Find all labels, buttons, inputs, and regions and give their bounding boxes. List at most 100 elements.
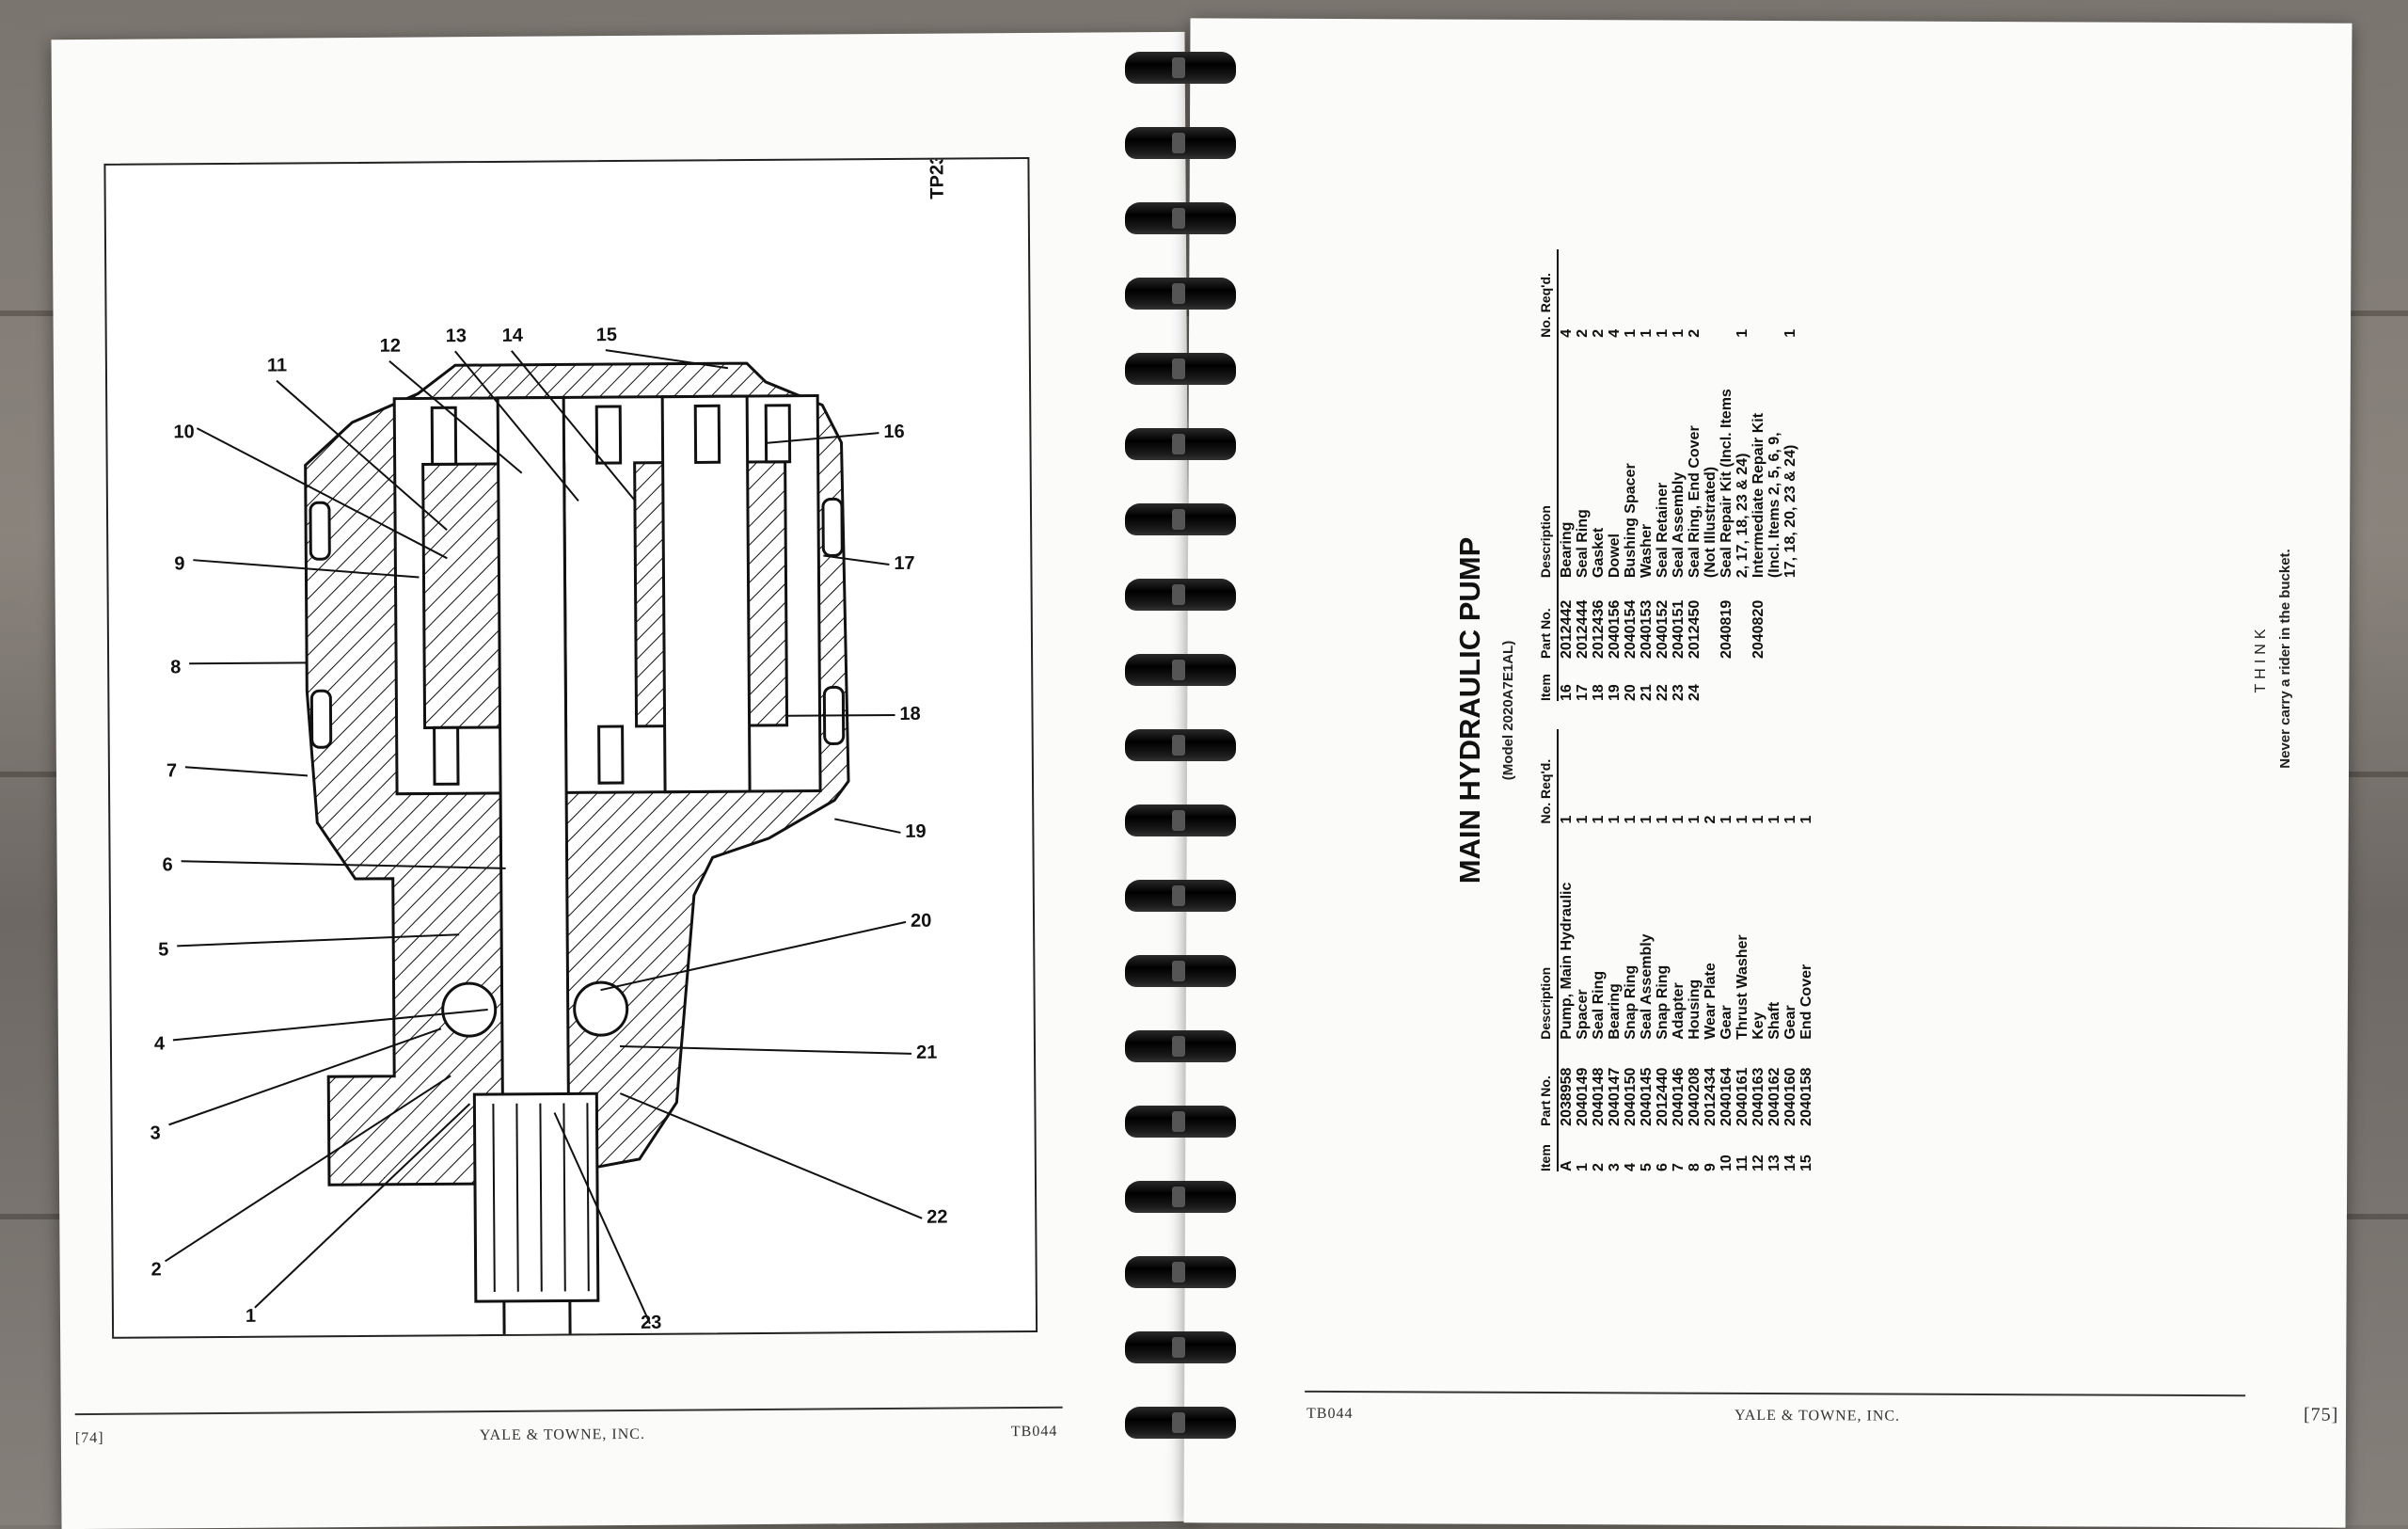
cell-req: 1 xyxy=(1735,815,1751,824)
cell-part-no: 2040158 xyxy=(1798,1067,1814,1126)
cell-item: 18 xyxy=(1591,684,1607,701)
cell-item: 5 xyxy=(1639,1163,1655,1171)
footer-company: YALE & TOWNE, INC. xyxy=(1734,1407,1901,1425)
callout-20: 20 xyxy=(911,911,931,932)
callout-14: 14 xyxy=(502,326,524,346)
safety-note-text: Never carry a rider in the bucket. xyxy=(2277,549,2293,769)
cell-req: 1 xyxy=(1607,815,1623,824)
cell-item: 8 xyxy=(1687,1163,1703,1171)
table-row: 2040820 Intermediate Repair Kit xyxy=(1751,249,1766,701)
cell-description: End Cover xyxy=(1798,964,1814,1040)
binding-coil xyxy=(1125,1030,1236,1062)
cell-item: 19 xyxy=(1607,684,1623,701)
cell-description: Housing xyxy=(1687,979,1703,1040)
cell-item: 4 xyxy=(1623,1163,1639,1171)
cell-item: 20 xyxy=(1623,684,1639,701)
cell-item xyxy=(1751,659,1766,701)
callout-3: 3 xyxy=(150,1123,161,1143)
cell-req: 1 xyxy=(1655,815,1671,824)
cell-req: 1 xyxy=(1623,815,1639,824)
table-row: 2, 17, 18, 23 & 24)1 xyxy=(1735,249,1751,701)
cell-description: Intermediate Repair Kit xyxy=(1751,412,1766,579)
cell-req xyxy=(1766,249,1782,338)
col-description: Description xyxy=(1538,337,1558,579)
figure-code: TP234 xyxy=(927,159,947,199)
cell-part-no: 2038958 xyxy=(1559,1067,1575,1126)
col-part-no: Part No. xyxy=(1538,578,1558,660)
cell-description: (Incl. Items 2, 5, 6, 9, xyxy=(1766,432,1782,579)
model-number: (Model 2020A7E1AL) xyxy=(1500,640,1516,781)
cell-req: 1 xyxy=(1782,815,1798,824)
cell-req: 1 xyxy=(1735,328,1751,338)
callout-13: 13 xyxy=(446,326,467,346)
binding-coil xyxy=(1125,428,1236,460)
footer-rule xyxy=(1305,1390,2246,1397)
cell-description: Pump, Main Hydraulic xyxy=(1559,882,1575,1040)
dowel xyxy=(309,501,331,561)
cell-part-no: 2040162 xyxy=(1766,1067,1782,1126)
left-page: TP234 1 2 3 4 5 6 7 8 9 10 11 12 13 14 1… xyxy=(51,31,1196,1529)
cell-description: Seal Repair Kit (Incl. Items xyxy=(1719,389,1735,579)
cell-part-no: 2040150 xyxy=(1623,1067,1639,1126)
binding-coil xyxy=(1125,880,1236,912)
cell-item xyxy=(1766,659,1782,701)
bearing xyxy=(594,405,623,465)
cell-part-no: 2012434 xyxy=(1703,1067,1719,1126)
leader-lines xyxy=(165,349,923,1325)
binding-coil xyxy=(1125,804,1236,836)
cell-req: 1 xyxy=(1751,815,1766,824)
binding-coil xyxy=(1125,1181,1236,1213)
cell-part-no: 2040151 xyxy=(1671,599,1687,660)
cell-req: 1 xyxy=(1766,815,1782,824)
cell-description: Dowel xyxy=(1607,534,1623,579)
footer-doc-id: TB044 xyxy=(1306,1405,1354,1423)
callout-11: 11 xyxy=(267,355,287,375)
cell-item: 12 xyxy=(1751,1155,1766,1171)
cell-item: 15 xyxy=(1798,1155,1814,1171)
col-item: Item xyxy=(1538,659,1558,701)
cell-req: 1 xyxy=(1798,815,1814,824)
cell-req xyxy=(1719,249,1735,338)
bearing xyxy=(597,725,625,785)
callout-10: 10 xyxy=(173,422,194,442)
cell-part-no: 2040819 xyxy=(1719,599,1735,660)
cell-description: Snap Ring xyxy=(1655,964,1671,1040)
callout-15: 15 xyxy=(596,325,617,345)
footer-rule xyxy=(74,1406,1063,1416)
callout-21: 21 xyxy=(916,1043,937,1063)
cell-description: Thrust Washer xyxy=(1735,934,1751,1040)
cell-part-no: 2012444 xyxy=(1575,599,1591,660)
binding-coil xyxy=(1125,353,1236,385)
cell-req: 1 xyxy=(1671,815,1687,824)
cell-item: 13 xyxy=(1766,1155,1782,1171)
cell-req: 2 xyxy=(1703,815,1719,824)
cell-part-no: 2040152 xyxy=(1655,599,1671,660)
binding-coil xyxy=(1125,52,1236,84)
cell-item xyxy=(1703,659,1719,701)
cell-part-no: 2040820 xyxy=(1751,599,1766,660)
cell-item: 23 xyxy=(1671,684,1687,701)
cell-part-no xyxy=(1703,578,1719,659)
callout-22: 22 xyxy=(927,1207,947,1228)
binding-coil xyxy=(1125,1407,1236,1439)
binding-coil xyxy=(1125,1256,1236,1288)
page-number: [74] xyxy=(74,1429,104,1447)
cell-part-no xyxy=(1782,578,1798,659)
callout-4: 4 xyxy=(154,1033,166,1054)
cell-part-no: 2040148 xyxy=(1591,1067,1607,1126)
table-row: 15 2040158 End Cover 1 xyxy=(1798,729,1814,1171)
driven-shaft xyxy=(660,394,752,794)
callout-6: 6 xyxy=(163,854,173,875)
